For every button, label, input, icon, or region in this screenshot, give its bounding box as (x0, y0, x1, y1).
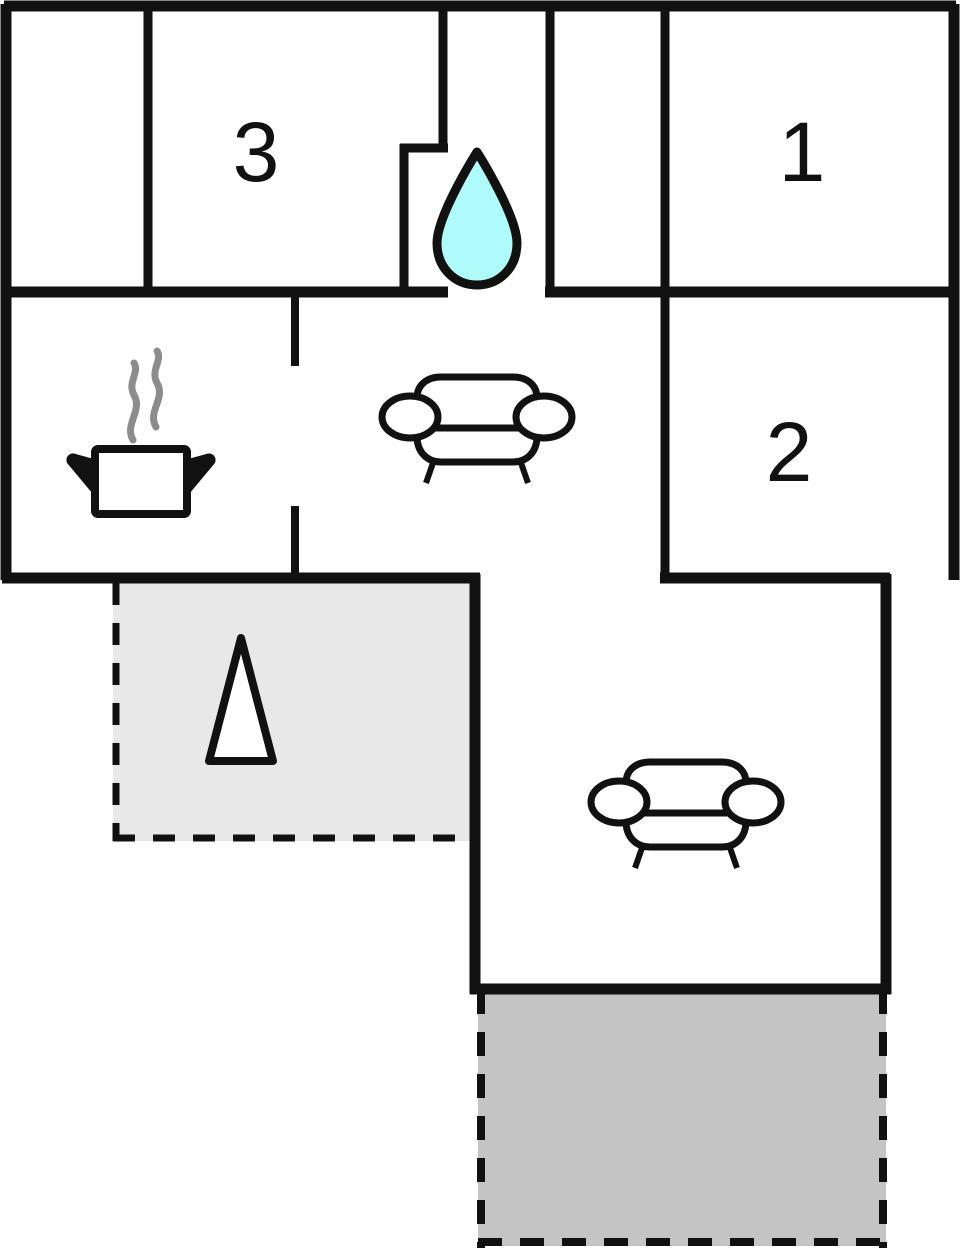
sofa-leg-left-lower (632, 844, 646, 869)
sofa-leg-right-upper (517, 459, 531, 484)
terrace-upper-left (112, 583, 478, 842)
cooking-pot-icon (66, 347, 216, 518)
sofa-icon-upper (378, 373, 576, 484)
sofa-icon-lower (587, 758, 785, 869)
sofa-armrest-right-lower (721, 777, 785, 827)
steam-wisp-left (127, 359, 140, 444)
water-drop-shape (432, 147, 522, 290)
sofa-armrest-right-upper (512, 392, 576, 442)
terrace-lower-right-fill (478, 990, 886, 1246)
terrace-upper-left-fill (113, 583, 475, 841)
sofa-armrest-left-lower (587, 777, 651, 827)
pot-body (91, 445, 191, 518)
parasol-icon (205, 634, 277, 765)
room-label-2: 2 (766, 405, 813, 499)
terrace-lower-right (477, 990, 887, 1248)
parasol-triangle (205, 634, 277, 765)
wall-group (0, 0, 960, 995)
steam-wisp-right (150, 347, 163, 431)
water-drop-icon (432, 147, 522, 290)
sofa-armrest-left-upper (378, 392, 442, 442)
room-label-3: 3 (233, 105, 280, 199)
sofa-leg-right-lower (726, 844, 740, 869)
room-label-1: 1 (779, 105, 826, 199)
sofa-leg-left-upper (423, 459, 437, 484)
